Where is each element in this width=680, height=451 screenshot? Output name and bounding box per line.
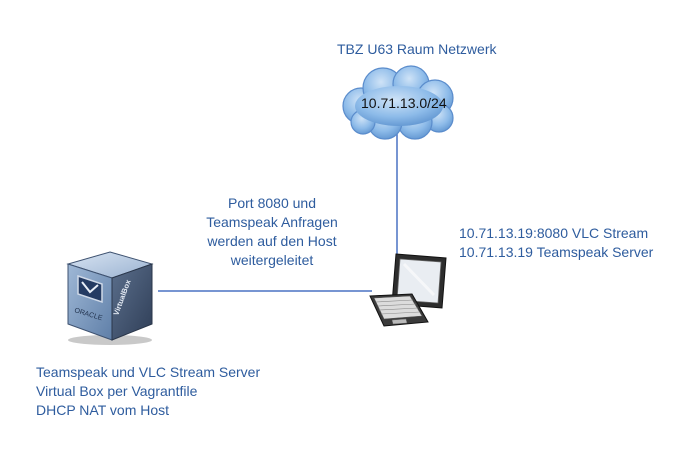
vm-description-line: Virtual Box per Vagrantfile (36, 383, 198, 399)
forwarding-line: Teamspeak Anfragen (206, 214, 338, 230)
host-info-line: 10.71.13.19 Teamspeak Server (459, 244, 654, 260)
forwarding-line: weitergeleitet (230, 252, 314, 268)
forwarding-line: Port 8080 und (228, 195, 316, 211)
network-title: TBZ U63 Raum Netzwerk (337, 41, 497, 57)
vm-description: Teamspeak und VLC Stream Server Virtual … (36, 363, 260, 420)
forwarding-note: Port 8080 und Teamspeak Anfragen werden … (196, 194, 348, 270)
cloud-icon (342, 65, 454, 140)
forwarding-line: werden auf den Host (207, 233, 337, 249)
host-info: 10.71.13.19:8080 VLC Stream 10.71.13.19 … (459, 224, 653, 262)
host-info-line: 10.71.13.19:8080 VLC Stream (459, 225, 649, 241)
virtualbox-icon: ORACLE VirtualBox (66, 251, 154, 345)
vm-description-line: DHCP NAT vom Host (36, 402, 170, 418)
laptop-icon (369, 253, 447, 327)
vm-description-line: Teamspeak und VLC Stream Server (36, 364, 261, 380)
subnet-label: 10.71.13.0/24 (361, 95, 447, 111)
